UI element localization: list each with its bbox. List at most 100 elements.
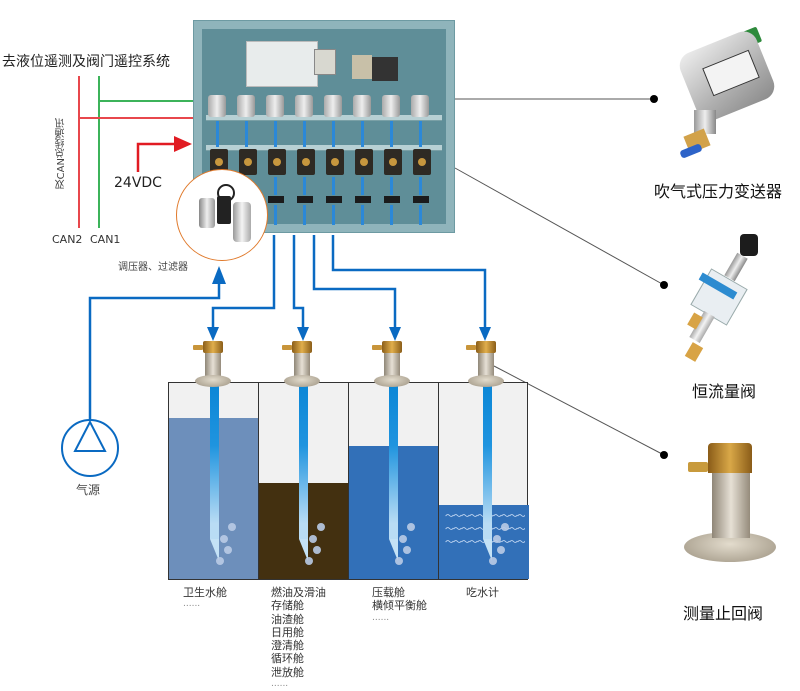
cabinet-pressure-sensor [266,95,284,117]
pipe-tank-4 [331,235,487,328]
cabinet-pressure-sensor [382,95,400,117]
cabinet-pressure-sensor [208,95,226,117]
cabinet-air-tube [245,121,248,147]
air-bubble [403,546,411,554]
leader-check-valve [493,365,665,456]
valve-flange [284,375,320,387]
tank-label-2: 燃油及滑油存储舱油渣舱日用舱澄清舱循环舱泄放舱...... [271,586,326,689]
dual-can-bus-label: 双CAN总线通讯 [56,118,67,190]
terminal-block [352,55,372,79]
cabinet-pressure-sensor [237,95,255,117]
air-bubble [220,535,228,543]
cabinet-air-tube [390,177,393,195]
tank-1 [169,383,259,579]
cabinet-air-tube [390,205,393,225]
air-bubble [399,535,407,543]
valve-port [372,345,382,350]
inlet-port [688,462,708,472]
valve-cap [292,341,312,353]
cabinet-interior [202,29,446,225]
tank-label-3: 压载舱横倾平衡舱...... [372,586,427,623]
air-source-triangle [73,419,107,452]
pipe-tank-2 [292,235,305,328]
bubbler-tube-tip [210,539,219,561]
pipe-tank-4-arrow [479,327,491,341]
air-bubble [493,535,501,543]
cabinet-tee-fitting [384,196,400,203]
tank-label-line: 油渣舱 [271,612,304,626]
transmitter-neck [694,110,716,134]
tank-2 [259,383,349,579]
power-transformer [314,49,336,75]
regulator-inlet-arrow [212,266,226,284]
pipe-tank-3 [312,235,397,328]
tank-label-1: 卫生水舱...... [183,586,227,609]
air-bubble [317,523,325,531]
tank-label-line: 卫生水舱 [183,586,227,599]
cabinet-air-tube [303,177,306,195]
cabinet-air-tube [303,121,306,147]
regulator-filter-image [176,169,268,261]
valve-flange [468,375,504,387]
tank-label-line: 燃油及滑油 [271,586,326,599]
cabinet-air-tube [361,121,364,147]
cabinet-solenoid-valve [326,149,344,175]
pressure-transmitter-label: 吹气式压力变送器 [654,182,783,201]
cabinet-pressure-sensor [411,95,429,117]
air-bubble [501,523,509,531]
cabinet-air-tube [216,121,219,147]
air-bubble [228,523,236,531]
cabinet-air-tube [361,177,364,195]
bubbler-tube-tip [483,539,492,561]
power-label: 24VDC [114,175,162,191]
check-valve-label: 测量止回阀 [683,604,764,623]
cabinet-solenoid-valve [384,149,402,175]
cabinet-tee-fitting [413,196,429,203]
valve-port [193,345,203,350]
can2-label: CAN2 [52,233,83,246]
valve-body [478,353,494,379]
bubbler-tube-tip [389,539,398,561]
tank-label-line: 横倾平衡舱 [372,599,427,613]
air-bubble [407,523,415,531]
air-bubble [489,557,497,565]
cabinet-solenoid-valve [297,149,315,175]
valve-cap [382,341,402,353]
valve-body [384,353,400,379]
air-bubble [313,546,321,554]
cabinet-solenoid-valve [239,149,257,175]
cabinet-tee-fitting [355,196,371,203]
tank-3 [349,383,439,579]
pipe-tank-3-arrow [389,327,401,341]
bubbler-tube [299,383,308,539]
bubbler-tube-tip [299,539,308,561]
tank-label-line: ...... [183,599,201,610]
tank-label-line: 循环舱 [271,652,304,666]
plc-controller [246,41,318,87]
cabinet-solenoid-valve [413,149,431,175]
air-bubble [309,535,317,543]
leader-dot-flow-valve [660,281,668,289]
valve-body [294,353,310,379]
leader-flow-valve [454,167,665,286]
cabinet-air-tube [361,205,364,225]
leader-dot-check-valve [660,451,668,459]
valve-body [205,353,221,379]
cabinet-air-tube [332,177,335,195]
pipe-tank-1-arrow [207,327,219,341]
cabinet-tee-fitting [326,196,342,203]
tank-label-line: 泄放舱 [271,665,304,679]
cabinet-solenoid-valve [355,149,373,175]
power-arrow [174,136,192,152]
cabinet-air-tube [390,121,393,147]
pipe-tank-2-arrow [297,327,309,341]
valve-cap [476,341,496,353]
air-bubble [224,546,232,554]
cabinet-tee-fitting [268,196,284,203]
tank-label-line: 压载舱 [372,586,405,599]
valve-body [712,472,750,538]
lower-shelf [206,145,442,151]
bubbler-tube [389,383,398,539]
cabinet-pressure-sensor [295,95,313,117]
